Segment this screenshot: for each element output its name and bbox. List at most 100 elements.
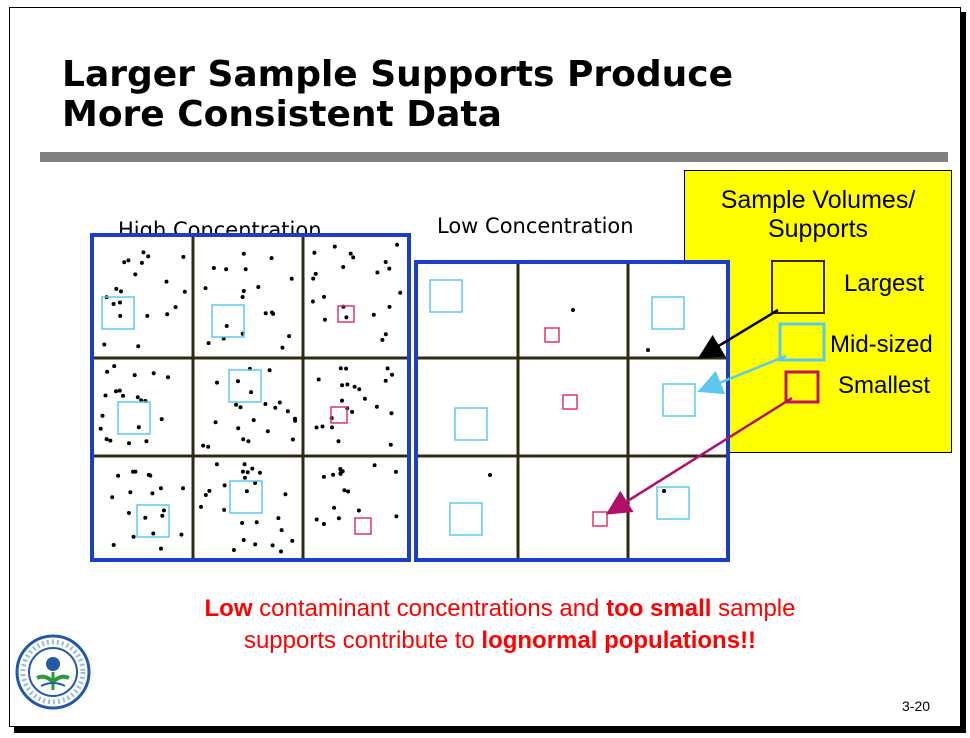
- contaminant-dot: [253, 542, 258, 547]
- contaminant-dot: [276, 516, 281, 521]
- contaminant-dot: [126, 258, 131, 263]
- contaminant-dot: [241, 289, 246, 293]
- contaminant-dot: [338, 471, 343, 475]
- contaminant-dot: [357, 387, 362, 392]
- conclusion-line-2: supports contribute to lognormal populat…: [60, 625, 940, 657]
- contaminant-dot: [121, 393, 125, 398]
- contaminant-dot: [571, 308, 575, 312]
- contaminant-dot: [341, 265, 346, 269]
- contaminant-dot: [395, 242, 400, 247]
- contaminant-dot: [150, 491, 155, 496]
- contaminant-dot: [257, 470, 262, 475]
- mid-sample-square: [454, 407, 488, 441]
- contaminant-dot: [159, 417, 164, 422]
- contaminant-dot: [346, 489, 351, 494]
- contaminant-dot: [336, 516, 341, 521]
- contaminant-dot: [340, 383, 345, 388]
- contaminant-dot: [131, 534, 136, 539]
- contaminant-dot: [207, 488, 212, 493]
- contaminant-dot: [316, 377, 321, 382]
- contaminant-dot: [105, 369, 110, 374]
- contaminant-dot: [375, 270, 380, 275]
- contaminant-dot: [279, 549, 283, 554]
- contaminant-dot: [161, 508, 166, 513]
- contaminant-dot: [103, 393, 108, 398]
- contaminant-dot: [214, 462, 219, 467]
- contaminant-dot: [371, 312, 376, 317]
- contaminant-dot: [114, 286, 119, 291]
- slide-number: 3-20: [902, 698, 931, 714]
- contaminant-dot: [151, 371, 156, 376]
- conclusion-text-part: sample: [711, 595, 796, 622]
- contaminant-dot: [254, 520, 259, 525]
- contaminant-dot: [158, 486, 163, 491]
- contaminant-dot: [336, 439, 341, 444]
- legend-largest-label: Largest: [844, 270, 925, 297]
- contaminant-dot: [250, 466, 255, 471]
- conclusion-line-1: Low contaminant concentrations and too s…: [60, 593, 940, 625]
- mid-sample-square: [449, 502, 483, 536]
- contaminant-dot: [332, 244, 337, 249]
- contaminant-dot: [330, 425, 334, 430]
- contaminant-dot: [118, 300, 122, 305]
- contaminant-dot: [388, 442, 393, 447]
- contaminant-dot: [385, 366, 390, 371]
- contaminant-dot: [127, 441, 131, 446]
- contaminant-dot: [290, 437, 295, 442]
- contaminant-dot: [344, 366, 349, 371]
- contaminant-dot: [222, 507, 227, 512]
- contaminant-dot: [293, 418, 298, 423]
- small-sample-square: [544, 327, 560, 343]
- contaminant-dot: [314, 425, 319, 430]
- low-concentration-label: Low Concentration: [437, 214, 634, 238]
- mid-sample-square: [662, 383, 696, 417]
- contaminant-dot: [182, 289, 187, 294]
- small-sample-square: [562, 394, 578, 410]
- contaminant-dot: [246, 439, 251, 444]
- contaminant-dot: [241, 437, 246, 442]
- contaminant-dot: [310, 299, 315, 304]
- mid-sample-square: [117, 401, 151, 435]
- contaminant-dot: [126, 511, 131, 515]
- contaminant-dot: [114, 389, 118, 394]
- contaminant-dot: [383, 378, 388, 383]
- mid-sample-square: [101, 296, 135, 330]
- contaminant-dot: [240, 295, 245, 299]
- contaminant-dot: [320, 424, 325, 429]
- contaminant-dot: [383, 332, 388, 337]
- contaminant-dot: [280, 345, 285, 350]
- low-concentration-grid: [414, 260, 730, 562]
- contaminant-dot: [285, 409, 290, 414]
- contaminant-dot: [128, 490, 133, 495]
- contaminant-dot: [387, 304, 392, 309]
- contaminant-dot: [321, 522, 326, 526]
- contaminant-dot: [251, 418, 256, 423]
- contaminant-dot: [383, 260, 388, 264]
- contaminant-dot: [289, 276, 294, 281]
- contaminant-dot: [277, 400, 282, 405]
- contaminant-dot: [350, 409, 355, 414]
- contaminant-dot: [287, 334, 292, 339]
- contaminant-dot: [181, 254, 186, 259]
- mid-sample-square: [229, 480, 263, 514]
- contaminant-dot: [389, 411, 394, 416]
- legend-mid-square: [778, 322, 826, 362]
- slide-title: Larger Sample Supports Produce More Cons…: [62, 55, 733, 135]
- contaminant-dot: [331, 472, 336, 477]
- contaminant-dot: [111, 302, 116, 306]
- emphasis-low: Low: [204, 595, 253, 622]
- mid-sample-square: [429, 279, 463, 313]
- contaminant-dot: [398, 290, 403, 295]
- contaminant-dot: [393, 469, 398, 474]
- contaminant-dot: [279, 528, 284, 533]
- contaminant-dot: [145, 313, 150, 318]
- emphasis-too-small: too small: [606, 595, 712, 622]
- contaminant-dot: [211, 266, 216, 270]
- contaminant-dot: [111, 543, 116, 547]
- contaminant-dot: [173, 305, 178, 310]
- contaminant-dot: [119, 289, 123, 294]
- contaminant-dot: [244, 489, 249, 494]
- mid-sample-square: [228, 369, 262, 403]
- title-divider: [40, 152, 948, 162]
- emphasis-lognormal: lognormal populations!!: [481, 627, 757, 654]
